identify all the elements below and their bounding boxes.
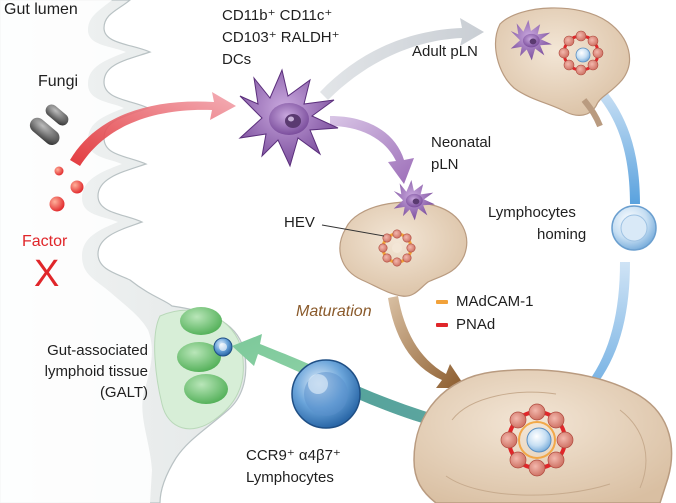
- factor-particles: [49, 166, 84, 212]
- ccr9-label-line2: Lymphocytes: [246, 469, 334, 486]
- fungi-label: Fungi: [38, 73, 79, 90]
- dendritic-cell-icon: [393, 180, 435, 221]
- dendritic-cell-icon: [238, 68, 339, 168]
- mature-lymph-node: [413, 369, 673, 503]
- arrow-dc-to-adult-pln: [320, 18, 484, 100]
- legend-pnad-text: PNAd: [456, 316, 496, 333]
- galt-green-cell: [184, 374, 228, 404]
- galt: [154, 307, 244, 430]
- adult-pln: [495, 7, 631, 128]
- arrow-maturation: [388, 296, 466, 388]
- legend-madcam-text: MAdCAM-1: [456, 293, 534, 310]
- hev-pointer: [321, 224, 385, 237]
- factor-label: Factor: [22, 233, 68, 250]
- hev-label: HEV: [284, 214, 315, 231]
- galt-green-cell: [180, 307, 222, 335]
- homing-label-line2: homing: [537, 226, 587, 243]
- ccr9-label-line1: CCR9⁺ α4β7⁺: [246, 447, 341, 464]
- dc-label-line3: DCs: [222, 51, 252, 68]
- neonatal-pln: [321, 180, 468, 297]
- dendritic-cell-icon: [510, 20, 552, 61]
- neonatal-label-line1: Neonatal: [431, 134, 492, 151]
- dc-label-line2: CD103⁺ RALDH⁺: [222, 29, 340, 46]
- arrow-fungi-to-dc: [70, 92, 236, 166]
- galt-label-line1: Gut-associated: [47, 342, 148, 359]
- legend-pnad: PNAd: [436, 315, 495, 334]
- legend-madcam: MAdCAM-1: [436, 292, 534, 311]
- homing-label-line1: Lymphocytes: [488, 204, 576, 221]
- legend-pnad-swatch: [436, 323, 448, 328]
- galt-label-line2: lymphoid tissue: [44, 363, 148, 380]
- arrow-dc-to-neonatal-pln: [330, 116, 414, 184]
- arrow-homing: [594, 84, 640, 204]
- dc-label-line1: CD11b⁺ CD11c⁺: [222, 7, 333, 24]
- neonatal-label-line2: pLN: [431, 156, 459, 173]
- ccr9-lymphocyte: [291, 359, 361, 429]
- adult-pln-label: Adult pLN: [412, 43, 478, 60]
- homing-lymphocyte: [611, 205, 657, 251]
- maturation-label: Maturation: [296, 303, 372, 320]
- galt-label-line3: (GALT): [99, 384, 148, 401]
- gut-lumen-label: Gut lumen: [4, 1, 78, 18]
- fungi-icon: [29, 104, 69, 145]
- legend-madcam-swatch: [436, 300, 448, 305]
- factor-x-label: X: [34, 253, 60, 295]
- galt-green-cell: [177, 342, 221, 372]
